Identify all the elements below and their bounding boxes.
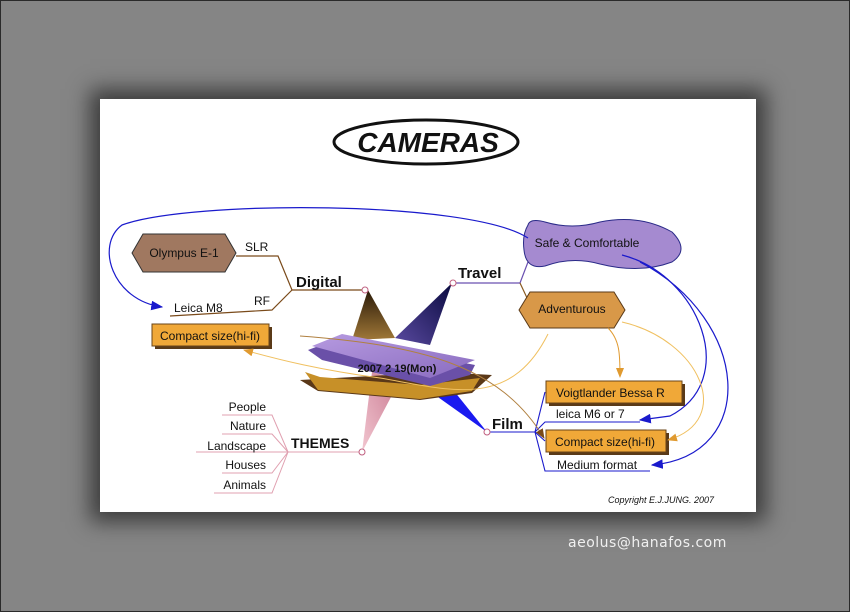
travel-safe-label: Safe & Comfortable	[535, 236, 640, 250]
link-adventurous-to-digital-compact	[243, 333, 549, 391]
spike-film	[428, 386, 487, 432]
copyright-text: Copyright E.J.JUNG. 2007	[608, 495, 715, 505]
link-safe-to-leica-m8	[108, 207, 529, 311]
spike-digital	[352, 290, 395, 340]
travel-adventurous-label: Adventurous	[538, 302, 605, 316]
center-date-label: 2007 2 19(Mon)	[358, 363, 437, 375]
themes-item: Houses	[225, 458, 266, 472]
email-watermark: aeolus@hanafos.com	[568, 535, 727, 551]
link-safe-to-medium-format	[639, 261, 729, 469]
branch-travel-label: Travel	[458, 265, 501, 282]
page-title: CAMERAS	[357, 127, 499, 158]
digital-rf-label: RF	[254, 294, 270, 308]
link-digital-compact-to-film-compact	[299, 335, 545, 439]
branch-digital-label: Digital	[296, 274, 342, 291]
branch-film-label: Film	[492, 416, 523, 433]
node-film-compact: Compact size(hi-fi)	[545, 429, 669, 455]
node-safe-comfortable: Safe & Comfortable	[523, 219, 682, 270]
spike-travel	[395, 283, 452, 345]
film-medium-label: Medium format	[557, 458, 638, 472]
link-adventurous-to-film-compact	[621, 321, 704, 442]
node-adventurous: Adventurous	[518, 291, 626, 329]
digital-slr-label: SLR	[245, 240, 269, 254]
film-voigtlander-label: Voigtlander Bessa R	[556, 386, 665, 400]
center-book: 2007 2 19(Mon)	[300, 334, 492, 400]
node-leica-m8-label: Leica M8	[174, 301, 223, 315]
link-safe-to-leica-m6	[621, 254, 707, 424]
node-olympus-label: Olympus E-1	[149, 246, 219, 260]
title-oval: CAMERAS	[332, 118, 520, 166]
themes-item: People	[229, 400, 267, 414]
film-leica-m6-label: leica M6 or 7	[556, 407, 625, 421]
digital-compact-label: Compact size(hi-fi)	[160, 329, 260, 343]
node-olympus-e1: Olympus E-1	[131, 233, 237, 273]
node-digital-compact: Compact size(hi-fi)	[151, 323, 272, 349]
themes-item: Landscape	[207, 439, 266, 453]
node-voigtlander: Voigtlander Bessa R	[545, 380, 685, 406]
themes-item: Nature	[230, 419, 266, 433]
themes-item: Animals	[223, 478, 266, 492]
link-adventurous-to-voigtlander	[607, 327, 624, 378]
film-compact-label: Compact size(hi-fi)	[555, 435, 655, 449]
branch-themes-label: THEMES	[291, 435, 349, 451]
